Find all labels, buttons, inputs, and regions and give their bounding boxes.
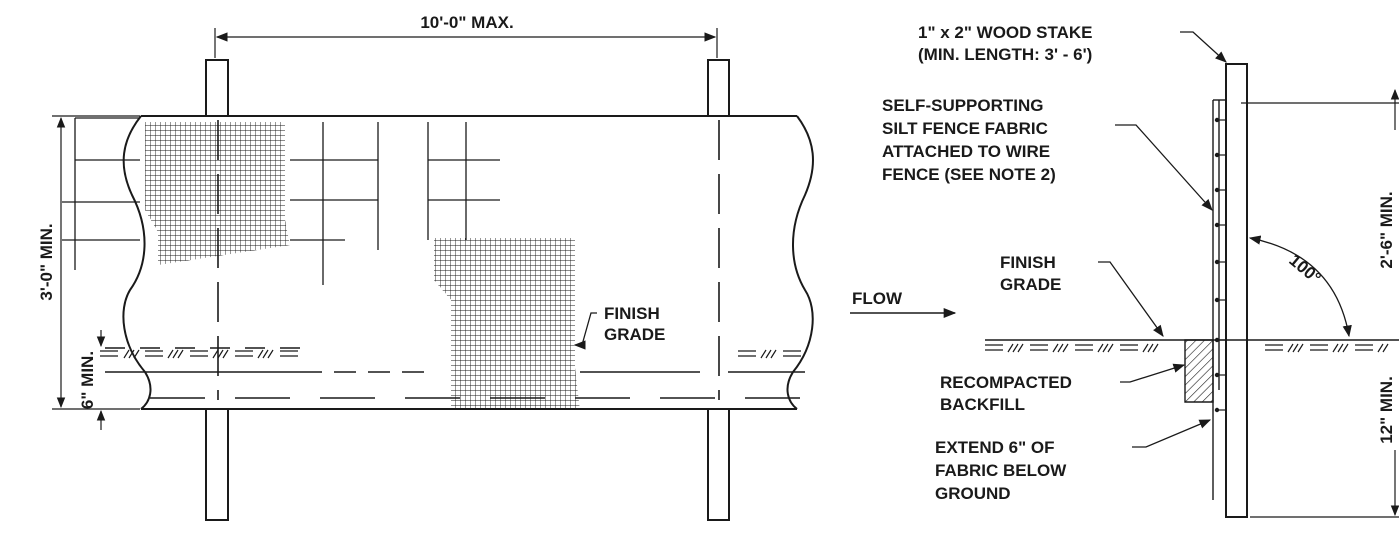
finish-grade-label-front-line2: GRADE <box>604 325 665 344</box>
stake-leader <box>1180 31 1227 63</box>
depth-below-dimension <box>1250 450 1399 518</box>
post-right <box>707 59 730 521</box>
ground-line-front <box>105 347 805 399</box>
extend-leader <box>1132 419 1212 448</box>
fence-height-label: 3'-0" MIN. <box>37 223 56 300</box>
fabric-mesh-patch-upper <box>145 122 290 265</box>
fabric-label-line4: FENCE (SEE NOTE 2) <box>882 165 1056 184</box>
wood-stake <box>1225 63 1248 518</box>
post-spacing-dimension <box>214 28 718 58</box>
finish-grade-label-section-line1: FINISH <box>1000 253 1056 272</box>
flow-label: FLOW <box>852 289 903 308</box>
section-view <box>850 31 1399 518</box>
finish-grade-leader-section <box>1098 261 1164 337</box>
angle-label: 100° <box>1285 251 1324 288</box>
backfill-label-line2: BACKFILL <box>940 395 1025 414</box>
fabric-label-line1: SELF-SUPPORTING <box>882 96 1044 115</box>
stake-label-line1: 1" x 2" WOOD STAKE <box>918 23 1093 42</box>
stake-label-line2: (MIN. LENGTH: 3' - 6') <box>918 45 1092 64</box>
fabric-label-line3: ATTACHED TO WIRE <box>882 142 1050 161</box>
extend-label-line3: GROUND <box>935 484 1011 503</box>
extend-label-line2: FABRIC BELOW <box>935 461 1067 480</box>
finish-grade-label-section-line2: GRADE <box>1000 275 1061 294</box>
fence-height-dimension <box>52 115 140 410</box>
finish-grade-label-front-line1: FINISH <box>604 304 660 323</box>
post-spacing-label: 10'-0" MAX. <box>420 13 513 32</box>
silt-fence-fabric-section <box>1212 99 1226 500</box>
embed-depth-label: 6" MIN. <box>78 351 97 409</box>
wire-clips <box>1214 117 1226 413</box>
fabric-leader <box>1115 124 1213 211</box>
front-view <box>52 28 814 521</box>
soil-symbols-front <box>100 349 801 359</box>
backfill-leader <box>1120 363 1186 383</box>
fabric-label-line2: SILT FENCE FABRIC <box>882 119 1048 138</box>
finish-grade-leader-front <box>573 312 597 350</box>
recompacted-backfill <box>1184 339 1214 403</box>
wire-fence-grid <box>62 117 500 285</box>
soil-symbols-section <box>985 343 1389 353</box>
height-above-label: 2'-6" MIN. <box>1377 191 1396 268</box>
fabric-mesh-patch-lower <box>434 238 580 410</box>
backfill-label-line1: RECOMPACTED <box>940 373 1072 392</box>
angle-arc <box>1248 235 1352 338</box>
extend-label-line1: EXTEND 6" OF <box>935 438 1055 457</box>
depth-below-label: 12" MIN. <box>1377 376 1396 444</box>
post-left <box>205 59 229 521</box>
height-above-dimension <box>1241 88 1399 130</box>
